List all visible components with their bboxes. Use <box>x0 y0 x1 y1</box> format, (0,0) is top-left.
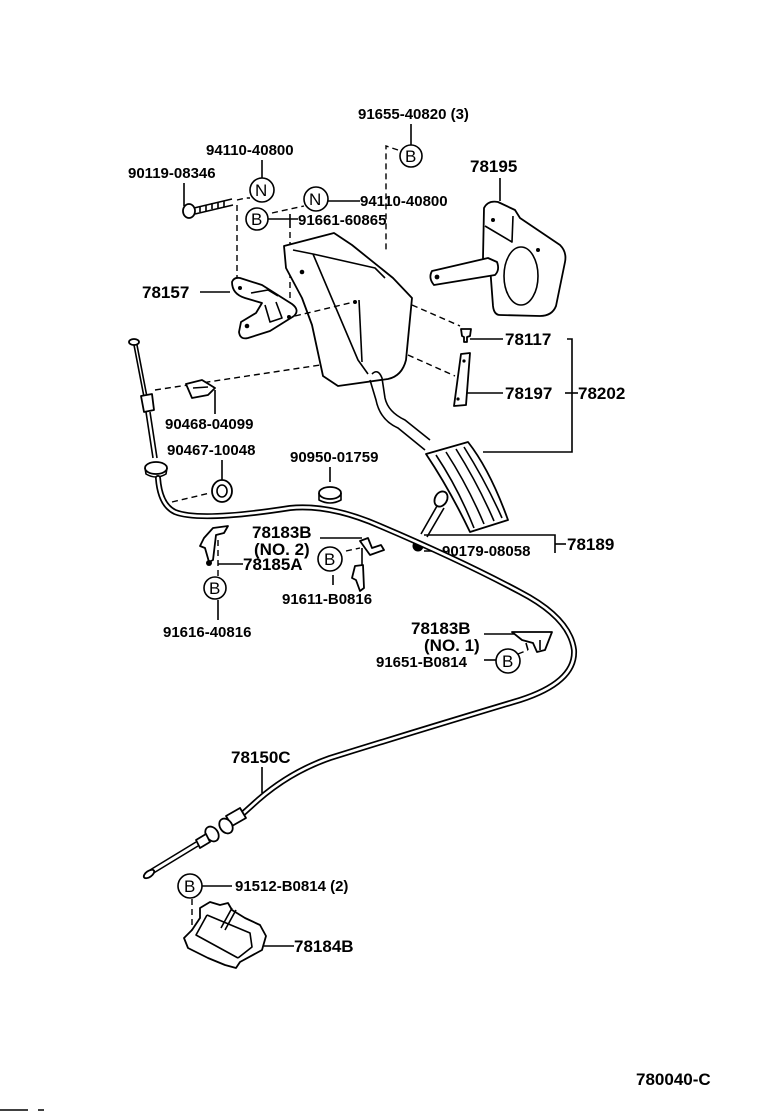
assembly-dashline <box>154 364 321 391</box>
assembly-dashline <box>407 354 456 377</box>
pedal-arm <box>371 370 431 441</box>
label-91611-b0816[interactable]: 91611-B0816 <box>282 591 372 608</box>
part-accelerator-pedal-housing <box>283 232 413 387</box>
label-78195[interactable]: 78195 <box>470 157 517 176</box>
bolt-90119-08346 <box>182 198 234 219</box>
part-78150c-accelerator-cable <box>155 475 578 821</box>
label-90179-08058[interactable]: 90179-08058 <box>442 543 530 560</box>
part-90467-10048-clamp <box>211 479 233 503</box>
label-78157[interactable]: 78157 <box>142 283 189 302</box>
part-90950-01759-grommet <box>318 486 342 504</box>
assembly-dashline <box>236 197 250 201</box>
bolt-symbol-b-91651: B <box>495 648 521 674</box>
nut-symbol-n-right: N <box>303 186 329 212</box>
part-78117-clip <box>460 328 472 343</box>
label-91661-60865[interactable]: 91661-60865 <box>298 212 386 229</box>
part-78183b-no2-clamp <box>351 537 385 592</box>
part-78195-bracket-plate <box>429 200 567 317</box>
label-90468-04099[interactable]: 90468-04099 <box>165 416 253 433</box>
cable-end-rod <box>128 338 158 459</box>
label-78183b-no1[interactable]: 78183B <box>411 619 471 638</box>
svg-text:B: B <box>502 652 513 671</box>
part-78197-stopper-plate <box>453 352 471 407</box>
label-78197[interactable]: 78197 <box>505 384 552 403</box>
part-78185a-clip <box>199 525 229 566</box>
assembly-dashline <box>271 205 305 214</box>
assembly-dashline <box>411 304 461 327</box>
assembly-dashline <box>171 492 211 503</box>
label-78184b[interactable]: 78184B <box>294 937 354 956</box>
nut-symbol-n-upper: N <box>249 177 275 203</box>
label-78185a[interactable]: 78185A <box>243 555 303 574</box>
label-78117[interactable]: 78117 <box>505 330 551 349</box>
group-bracket-78202 <box>483 338 573 453</box>
part-90468-04099-retainer <box>185 379 216 399</box>
svg-text:N: N <box>309 190 321 209</box>
assembly-dashline <box>385 145 399 250</box>
part-pedal-stopper-bolt <box>412 490 449 552</box>
assembly-dashline <box>294 301 355 317</box>
label-91651-b0814[interactable]: 91651-B0814 <box>376 654 468 671</box>
label-90950-01759[interactable]: 90950-01759 <box>290 449 378 466</box>
label-90119-08346[interactable]: 90119-08346 <box>128 165 216 182</box>
label-78150c[interactable]: 78150C <box>231 748 291 767</box>
pedal-arm-inner <box>369 379 426 451</box>
assembly-dashline <box>517 649 529 655</box>
part-78184b-bracket <box>183 901 267 969</box>
label-91512-b0814[interactable]: 91512-B0814 (2) <box>235 878 348 895</box>
part-78157-pedal-bracket <box>231 276 298 340</box>
bolt-symbol-b-91655: B <box>399 144 423 168</box>
label-94110-40800-right[interactable]: 94110-40800 <box>360 193 448 210</box>
label-78183b-no1-sub: (NO. 1) <box>424 636 480 655</box>
bolt-symbol-b-91512: B <box>177 873 203 899</box>
figure-code: 780040-C <box>636 1070 711 1089</box>
label-94110-40800-upper[interactable]: 94110-40800 <box>206 142 294 159</box>
part-78183b-no1-clamp <box>511 631 553 653</box>
svg-text:B: B <box>251 210 262 229</box>
label-78183b-no2-sub: (NO. 2) <box>254 540 310 559</box>
label-91655-40820[interactable]: 91655-40820 (3) <box>358 106 469 123</box>
assembly-dashline <box>345 547 361 552</box>
cable-grommet <box>144 461 168 478</box>
label-91616-40816[interactable]: 91616-40816 <box>163 624 251 641</box>
svg-text:B: B <box>324 550 335 569</box>
cable-lower-end-fittings <box>142 807 247 880</box>
label-90467-10048[interactable]: 90467-10048 <box>167 442 255 459</box>
svg-text:B: B <box>405 147 416 166</box>
part-78189-pedal-pad <box>425 441 509 533</box>
label-78189[interactable]: 78189 <box>567 535 614 554</box>
bolt-symbol-b-91616: B <box>203 576 227 600</box>
svg-text:B: B <box>184 877 195 896</box>
label-78202[interactable]: 78202 <box>578 384 625 403</box>
label-78183b-no2[interactable]: 78183B <box>252 523 312 542</box>
bolt-symbol-b-91611: B <box>317 546 343 572</box>
bolt-symbol-b-91661: B <box>245 207 269 231</box>
svg-text:B: B <box>209 579 220 598</box>
svg-text:N: N <box>255 181 267 200</box>
